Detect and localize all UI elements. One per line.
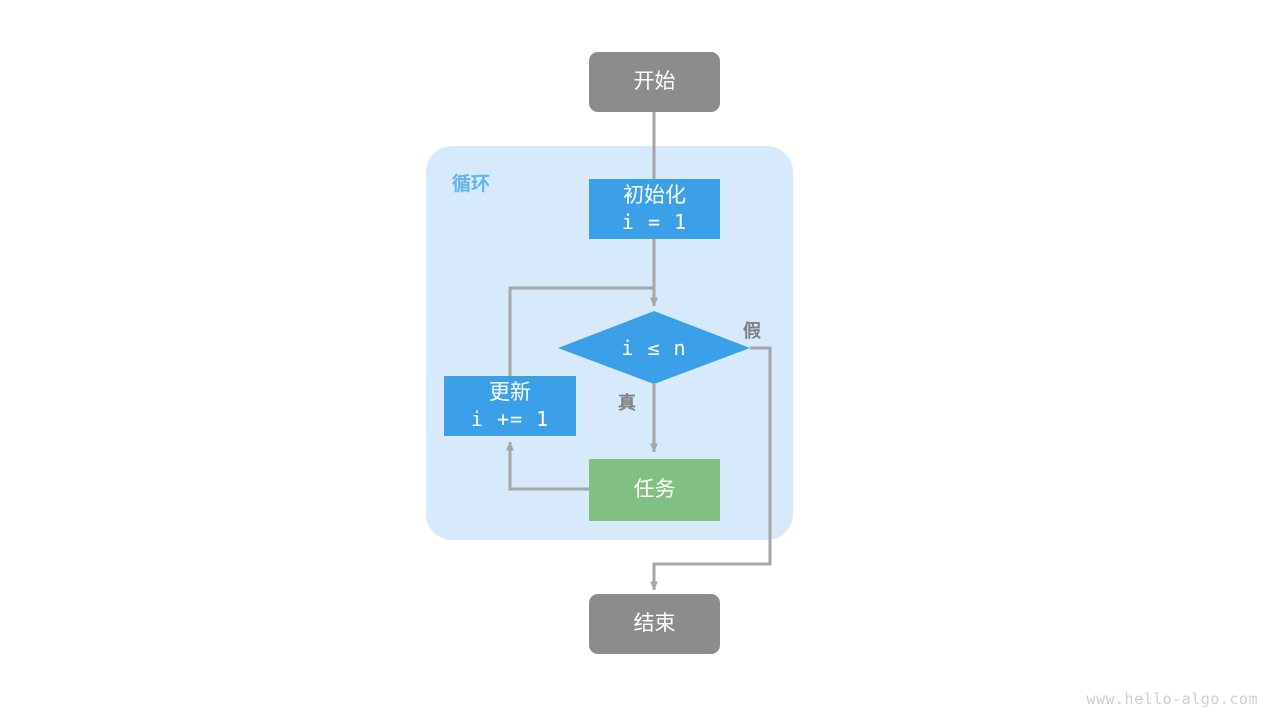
watermark: www.hello-algo.com [1086, 690, 1258, 708]
node-update[interactable] [444, 376, 576, 436]
node-init[interactable] [589, 179, 720, 239]
edge-update-to-condition [508, 286, 658, 376]
edge-task-to-update [506, 441, 589, 491]
node-start[interactable] [589, 52, 720, 112]
node-task[interactable] [589, 459, 720, 521]
edge-condition-false-to-end [650, 346, 772, 591]
node-end[interactable] [589, 594, 720, 654]
node-condition[interactable] [558, 311, 750, 384]
